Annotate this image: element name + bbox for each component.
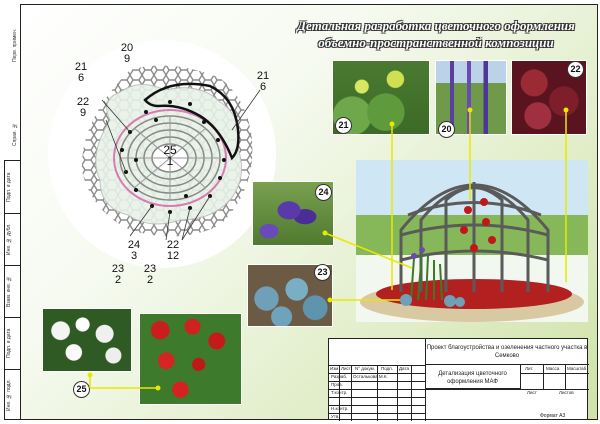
- photo-badge-24: 24: [315, 184, 332, 201]
- photo-badge-20: 20: [438, 121, 455, 138]
- stamp-masshtab: Масштаб: [567, 366, 587, 371]
- stamp-razrab-name: Осталькова М.К.: [353, 374, 388, 379]
- title-line-2: объемно-пространственной композиции: [318, 35, 554, 50]
- left-strip: Инв. № подл. Подп. и дата Взам. инв. № И…: [4, 160, 21, 420]
- stamp-col-data: Дата: [399, 366, 409, 371]
- photo-white-roses: [42, 308, 132, 372]
- photo-badge-23: 23: [314, 264, 331, 281]
- stamp-nkontr: Н.контр.: [331, 406, 349, 411]
- stamp-project: Проект благоустройства и озеленения част…: [425, 341, 589, 365]
- photo-badge-22: 22: [567, 61, 584, 78]
- stamp-tkontr: Т.контр.: [331, 390, 348, 395]
- photo-badge-21: 21: [335, 117, 352, 134]
- sheet-format: Формат А3: [540, 413, 566, 419]
- photo-badge-25: 25: [73, 381, 90, 398]
- stamp-detail: Детализация цветочного оформления МАФ: [425, 365, 521, 389]
- title-block: Проект благоустройства и озеленения част…: [328, 338, 589, 421]
- stamp-sheets: Листов: [559, 390, 574, 395]
- stamp-col-list: Лист: [341, 366, 351, 371]
- page-title: Детальная разработка цветочного оформлен…: [286, 17, 586, 51]
- flowerbed-plan: [81, 65, 261, 241]
- stamp-sheet: Лист: [527, 390, 537, 395]
- title-line-1: Детальная разработка цветочного оформлен…: [297, 18, 575, 33]
- stamp-lit: Лит.: [525, 366, 534, 371]
- gazebo-render: [356, 160, 588, 322]
- stamp-razrab: Разраб.: [331, 374, 348, 379]
- stamp-prov: Пров.: [331, 382, 343, 387]
- stamp-col-podp: Подп.: [381, 366, 393, 371]
- stamp-massa: Масса: [546, 366, 560, 371]
- stamp-col-ndoc: N° докум.: [355, 366, 375, 371]
- stamp-utv: Утв.: [331, 414, 340, 419]
- photo-festuca: [247, 264, 333, 327]
- stamp-col-izm: Изм: [330, 366, 339, 371]
